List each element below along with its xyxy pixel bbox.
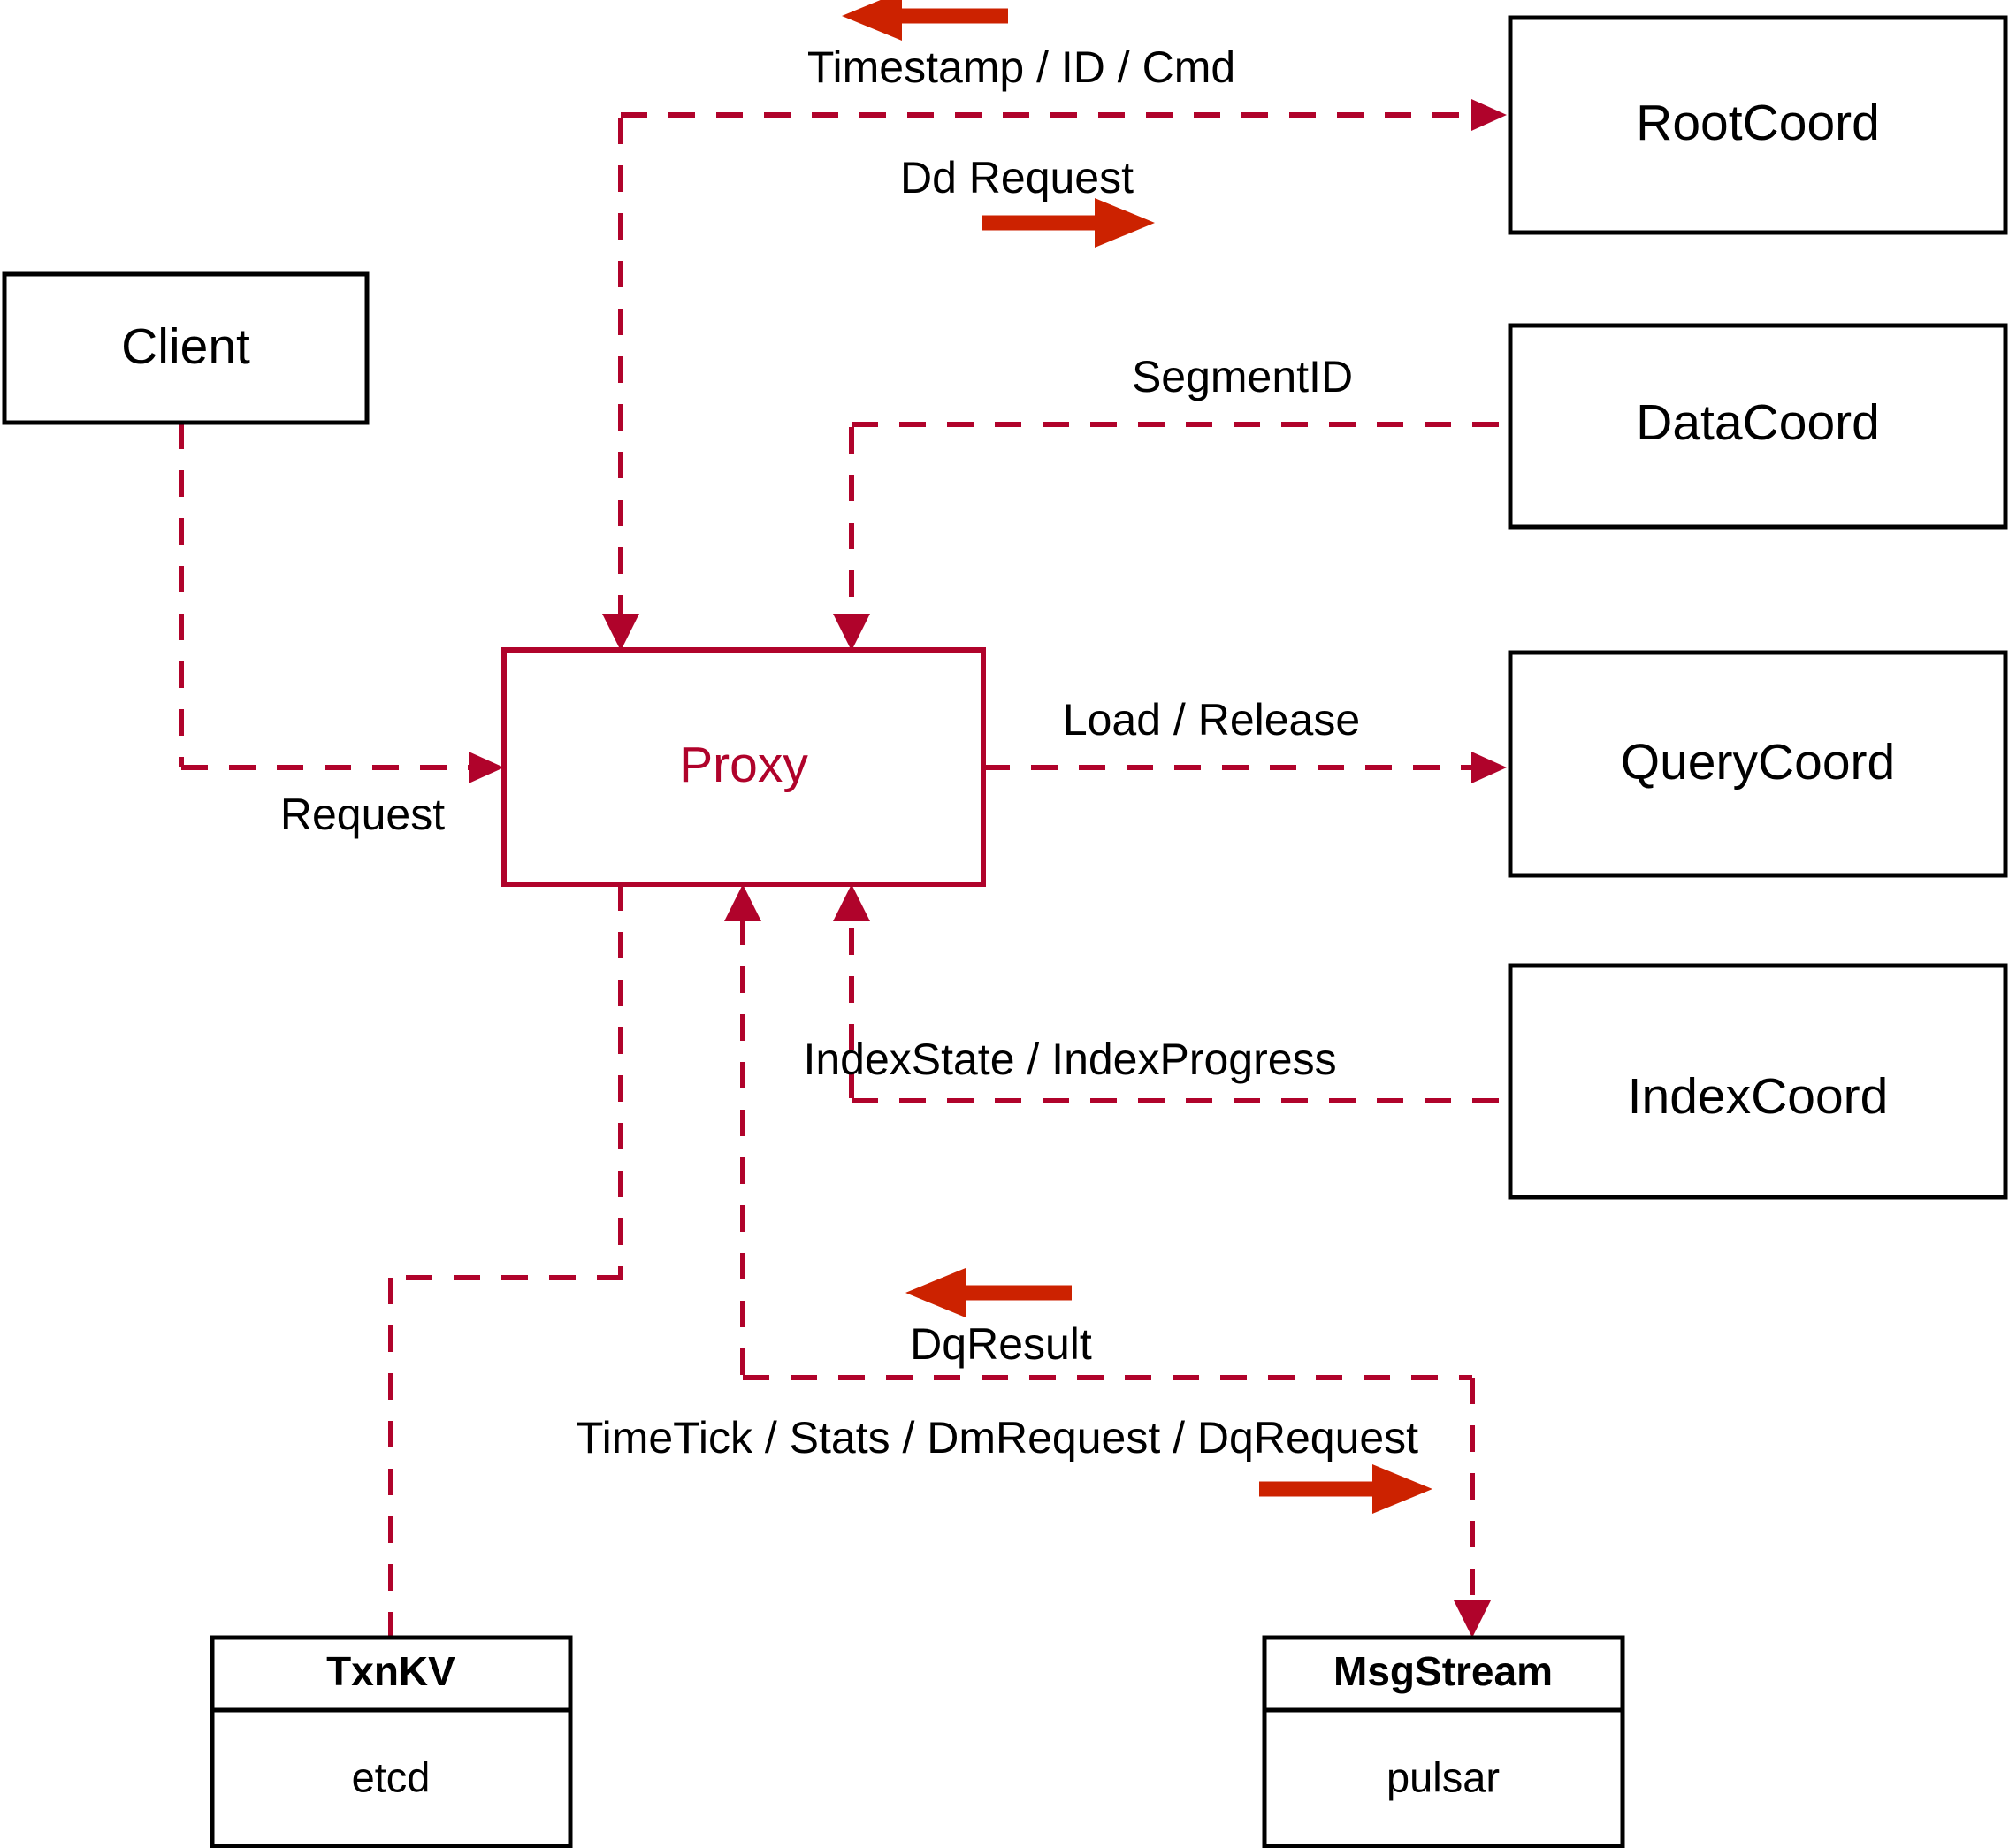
edge-label-dq-result: DqResult: [910, 1319, 1092, 1369]
node-msgstream-box[interactable]: [1262, 1635, 1625, 1848]
node-txnkv-title: TxnKV: [326, 1648, 455, 1694]
node-query-coord-box[interactable]: [1508, 650, 2008, 878]
edge-label-dd-request: Dd Request: [900, 153, 1134, 202]
node-client-label: Client: [121, 318, 250, 375]
direction-arrow-dq-result: [905, 1268, 1072, 1317]
edge-timetick-arrowhead-down: [1454, 1600, 1491, 1638]
edge-dq-result: [724, 884, 761, 1375]
edge-client-request: [179, 423, 504, 783]
edge-dq-result-arrowhead-up: [724, 884, 761, 921]
node-msgstream-title: MsgStream: [1333, 1648, 1553, 1694]
direction-arrow-dd-request: [982, 198, 1155, 248]
edge-label-segment-id: SegmentID: [1132, 352, 1353, 401]
node-proxy[interactable]: Proxy: [501, 647, 986, 887]
edge-timetick: [743, 1375, 1491, 1638]
edge-txnkv: [388, 884, 623, 1638]
node-client[interactable]: Client: [2, 271, 370, 425]
edge-index-coord-arrowhead-up: [833, 884, 870, 921]
node-client-box[interactable]: [2, 271, 370, 425]
edge-query-coord-arrowhead-right: [1471, 752, 1507, 783]
node-data-coord-label: DataCoord: [1636, 394, 1880, 451]
edge-index-coord: [833, 884, 1507, 1103]
node-txnkv-impl: etcd: [352, 1753, 431, 1800]
node-data-coord[interactable]: DataCoord: [1508, 323, 2008, 530]
direction-arrow-dd-request-head: [1095, 198, 1155, 248]
direction-arrow-timestamp-head: [842, 0, 902, 41]
edge-root-coord-arrowhead-down: [602, 614, 639, 651]
node-index-coord[interactable]: IndexCoord: [1508, 963, 2008, 1200]
direction-arrow-dq-result-head: [905, 1268, 966, 1317]
node-msgstream[interactable]: MsgStream pulsar: [1262, 1635, 1625, 1848]
node-msgstream-impl: pulsar: [1386, 1753, 1500, 1800]
edge-root-coord: [602, 99, 1507, 651]
edge-label-load-release: Load / Release: [1063, 695, 1360, 745]
direction-arrow-timetick-head: [1372, 1464, 1432, 1514]
node-query-coord-label: QueryCoord: [1621, 734, 1895, 790]
node-txnkv[interactable]: TxnKV etcd: [210, 1635, 573, 1848]
edge-client-arrowhead-right: [469, 752, 504, 783]
node-proxy-box[interactable]: [501, 647, 986, 887]
edge-labels: Timestamp / ID / Cmd Dd Request SegmentI…: [280, 42, 1418, 1462]
node-index-coord-label: IndexCoord: [1628, 1068, 1889, 1125]
node-root-coord-label: RootCoord: [1636, 95, 1880, 151]
edge-query-coord: [983, 752, 1507, 783]
node-query-coord[interactable]: QueryCoord: [1508, 650, 2008, 878]
node-data-coord-box[interactable]: [1508, 323, 2008, 530]
edge-label-index-state-progress: IndexState / IndexProgress: [803, 1035, 1336, 1084]
edge-label-request: Request: [280, 790, 445, 839]
edge-root-coord-arrowhead-right: [1471, 99, 1507, 131]
node-root-coord[interactable]: RootCoord: [1508, 15, 2008, 235]
edge-label-timetick-stats: TimeTick / Stats / DmRequest / DqRequest: [577, 1413, 1418, 1462]
edge-label-timestamp-id-cmd: Timestamp / ID / Cmd: [807, 42, 1235, 92]
node-txnkv-box[interactable]: [210, 1635, 573, 1848]
edge-data-coord-arrowhead-down: [833, 614, 870, 651]
direction-arrow-timetick: [1259, 1464, 1432, 1514]
node-index-coord-box[interactable]: [1508, 963, 2008, 1200]
node-root-coord-box[interactable]: [1508, 15, 2008, 235]
direction-arrow-timestamp: [842, 0, 1008, 41]
edge-data-coord: [833, 422, 1507, 651]
node-proxy-label: Proxy: [679, 737, 808, 793]
